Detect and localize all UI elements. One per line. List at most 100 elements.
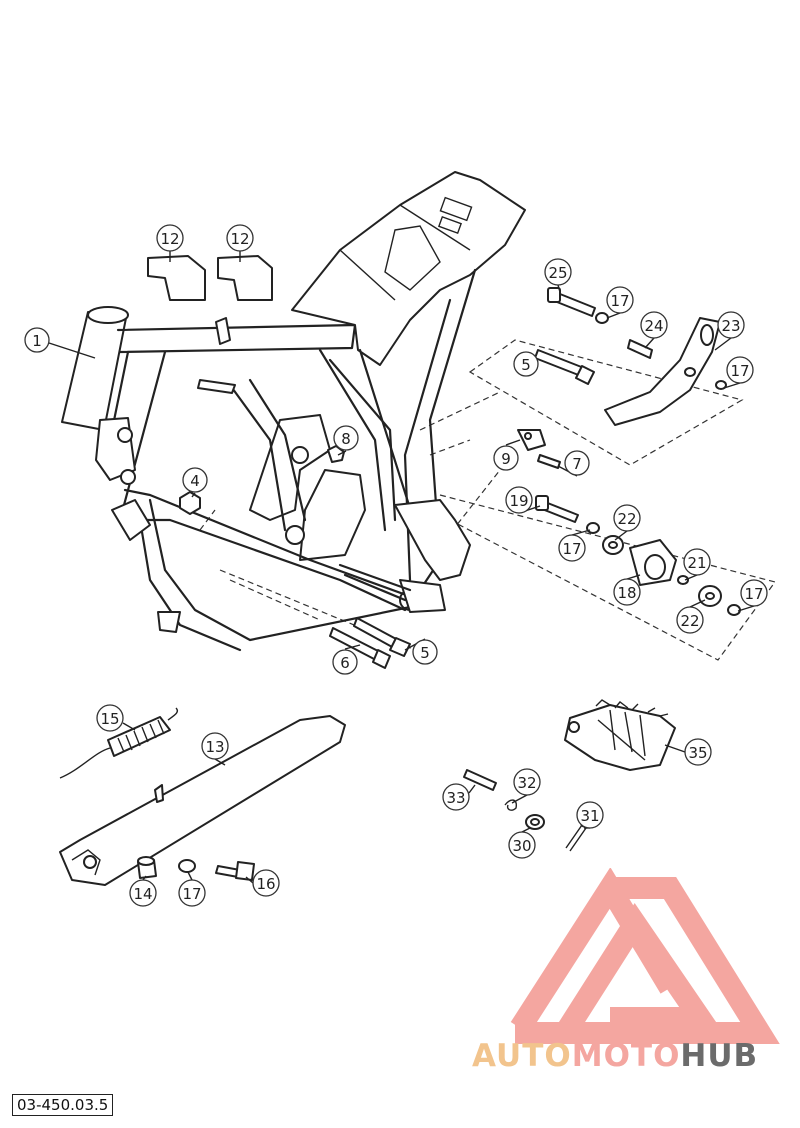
callout-31: 31 bbox=[576, 801, 604, 829]
part-code-label: 03-450.03.5 bbox=[12, 1094, 114, 1116]
callout-number: 30 bbox=[512, 837, 531, 855]
callout-circle bbox=[683, 548, 711, 576]
callout-number: 22 bbox=[680, 612, 699, 630]
callout-number: 35 bbox=[688, 744, 707, 762]
callout-circle bbox=[129, 879, 157, 907]
wordmark-moto: MOTO bbox=[571, 1038, 681, 1074]
callout-number: 9 bbox=[501, 450, 511, 468]
callout-number: 25 bbox=[548, 264, 567, 282]
callout-circle bbox=[726, 356, 754, 384]
callout-circle bbox=[332, 649, 358, 675]
callout-9: 9 bbox=[493, 445, 519, 471]
callout-7: 7 bbox=[564, 450, 590, 476]
callout-circle bbox=[606, 286, 634, 314]
callout-circle bbox=[96, 704, 124, 732]
callout-circle bbox=[201, 732, 229, 760]
frame-protector-pads bbox=[147, 255, 273, 301]
callout-24: 24 bbox=[640, 311, 668, 339]
callout-number: 7 bbox=[572, 455, 582, 473]
wordmark-auto: AUTO bbox=[472, 1038, 572, 1074]
callout-circle bbox=[613, 504, 641, 532]
callout-circle bbox=[333, 425, 359, 451]
callout-number: 31 bbox=[580, 807, 599, 825]
callout-circle bbox=[513, 768, 541, 796]
callout-15: 15 bbox=[96, 704, 124, 732]
callout-number: 5 bbox=[420, 644, 430, 662]
callout-circle bbox=[156, 224, 184, 252]
callout-number: 19 bbox=[509, 492, 528, 510]
callout-17: 17 bbox=[558, 534, 586, 562]
callout-circle bbox=[24, 327, 50, 353]
callout-17: 17 bbox=[740, 579, 768, 607]
clip-and-screw bbox=[517, 429, 561, 469]
callout-circle bbox=[544, 258, 572, 286]
callout-17: 17 bbox=[606, 286, 634, 314]
callout-1: 1 bbox=[24, 327, 50, 353]
callout-circle bbox=[684, 738, 712, 766]
callout-circle bbox=[564, 450, 590, 476]
callout-number: 21 bbox=[687, 554, 706, 572]
callout-33: 33 bbox=[442, 783, 470, 811]
callout-17: 17 bbox=[726, 356, 754, 384]
callout-number: 12 bbox=[230, 230, 249, 248]
callout-circle bbox=[442, 783, 470, 811]
callout-16: 16 bbox=[252, 869, 280, 897]
wordmark-hub: HUB bbox=[680, 1038, 759, 1074]
callout-number: 16 bbox=[256, 875, 275, 893]
callout-5: 5 bbox=[513, 351, 539, 377]
callout-18: 18 bbox=[613, 578, 641, 606]
bolts-5-6 bbox=[329, 349, 595, 669]
callout-circle bbox=[740, 579, 768, 607]
callout-number: 4 bbox=[190, 472, 200, 490]
callout-circle bbox=[717, 311, 745, 339]
callout-circle bbox=[640, 311, 668, 339]
callout-circle bbox=[493, 445, 519, 471]
callout-number: 23 bbox=[721, 317, 740, 335]
callout-circle bbox=[613, 578, 641, 606]
callout-number: 33 bbox=[446, 789, 465, 807]
callout-17: 17 bbox=[178, 879, 206, 907]
callout-circle bbox=[676, 606, 704, 634]
side-stand-assembly bbox=[59, 707, 346, 886]
callout-number: 5 bbox=[521, 356, 531, 374]
callout-5: 5 bbox=[412, 639, 438, 665]
callout-14: 14 bbox=[129, 879, 157, 907]
callout-number: 6 bbox=[340, 654, 350, 672]
callout-number: 17 bbox=[744, 585, 763, 603]
leader-lines bbox=[48, 251, 755, 884]
main-frame bbox=[61, 171, 526, 652]
callout-32: 32 bbox=[513, 768, 541, 796]
callout-circle bbox=[178, 879, 206, 907]
callout-30: 30 bbox=[508, 831, 536, 859]
callout-number: 14 bbox=[133, 885, 152, 903]
callout-35: 35 bbox=[684, 738, 712, 766]
brake-pedal-assembly bbox=[547, 287, 727, 426]
callout-23: 23 bbox=[717, 311, 745, 339]
callout-circle bbox=[182, 467, 208, 493]
footpeg-assembly bbox=[463, 699, 676, 852]
callout-19: 19 bbox=[505, 486, 533, 514]
side-stand-hardware bbox=[137, 856, 255, 881]
callout-circle bbox=[226, 224, 254, 252]
callout-number: 13 bbox=[205, 738, 224, 756]
callout-number: 17 bbox=[730, 362, 749, 380]
callout-number: 22 bbox=[617, 510, 636, 528]
callout-22: 22 bbox=[676, 606, 704, 634]
callout-circle bbox=[505, 486, 533, 514]
callout-6: 6 bbox=[332, 649, 358, 675]
callout-13: 13 bbox=[201, 732, 229, 760]
callout-12: 12 bbox=[156, 224, 184, 252]
small-fasteners bbox=[179, 445, 345, 515]
callout-number: 32 bbox=[517, 774, 536, 792]
callout-number: 17 bbox=[610, 292, 629, 310]
callout-8: 8 bbox=[333, 425, 359, 451]
automotohub-wordmark: AUTOMOTOHUB bbox=[472, 1038, 758, 1074]
callout-labels: 1 12 12 25 17 24 23 5 17 8 9 7 4 19 22 17 21 18 17 22 5 6 15 13… bbox=[24, 224, 768, 907]
callout-circle bbox=[558, 534, 586, 562]
callout-12: 12 bbox=[226, 224, 254, 252]
callout-number: 17 bbox=[562, 540, 581, 558]
callout-number: 24 bbox=[644, 317, 663, 335]
callout-number: 17 bbox=[182, 885, 201, 903]
callout-number: 18 bbox=[617, 584, 636, 602]
